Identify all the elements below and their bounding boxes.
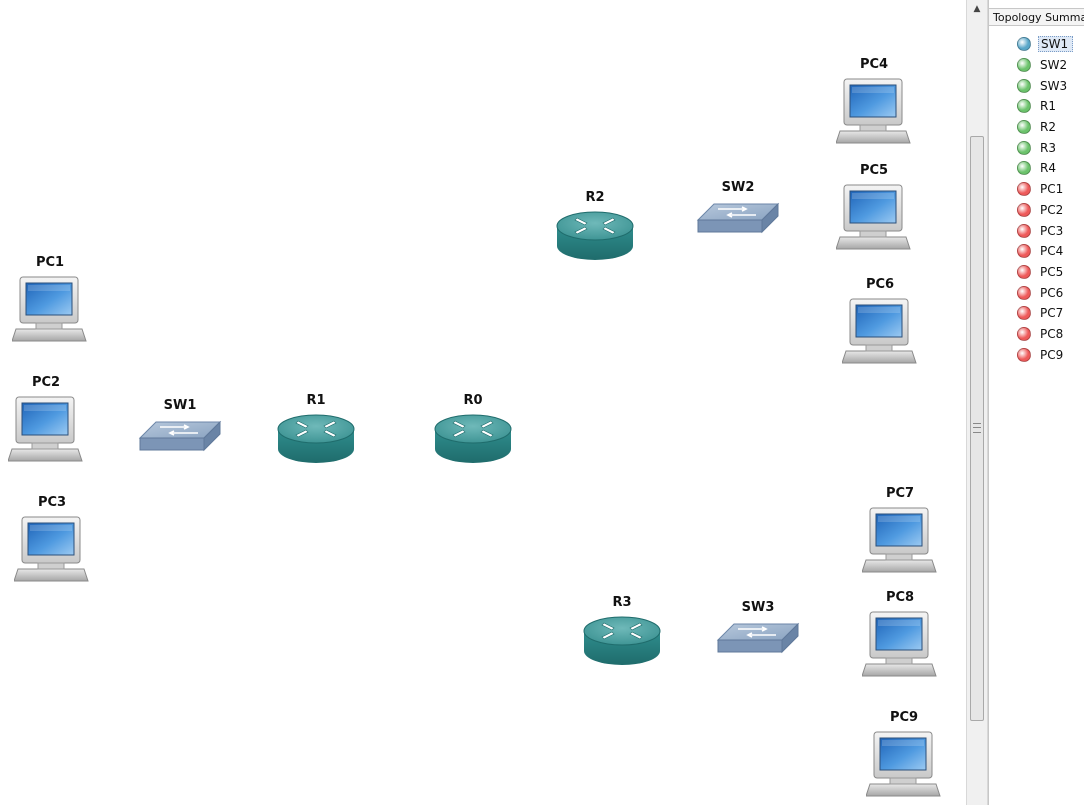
status-dot-icon [1017,202,1031,217]
node-label: PC1 [35,255,65,270]
status-dot-icon [1017,99,1031,114]
node-sw2[interactable]: SW2 [696,180,780,246]
status-dot-icon [1017,140,1031,155]
device-list-label: SW3 [1040,78,1068,93]
device-list-item[interactable]: PC5 [1017,262,1073,283]
device-list-item[interactable]: R2 [1017,117,1073,138]
node-label: PC3 [37,495,67,510]
device-list-label: PC7 [1040,306,1064,321]
device-list-label: R3 [1040,140,1056,155]
node-label: SW2 [721,180,755,195]
device-list-item[interactable]: R3 [1017,137,1073,158]
node-pc1[interactable]: PC1 [12,255,88,347]
device-list-label: SW2 [1040,58,1068,73]
device-list-item[interactable]: SW1 [1017,34,1074,55]
device-list-label: SW1 [1038,36,1074,53]
device-list-item[interactable]: PC8 [1017,324,1073,345]
node-pc8[interactable]: PC8 [862,590,938,682]
status-dot-icon [1017,120,1031,135]
device-list-label: PC1 [1040,182,1064,197]
node-label: PC7 [885,486,915,501]
node-r2[interactable]: R2 [555,190,635,264]
status-dot-icon [1017,37,1031,52]
device-list-label: R4 [1040,161,1056,176]
node-label: PC2 [31,375,61,390]
device-list-label: PC6 [1040,285,1064,300]
vertical-scrollbar[interactable]: ▲ [966,0,988,805]
status-dot-icon [1017,161,1031,176]
status-dot-icon [1017,326,1031,341]
node-pc4[interactable]: PC4 [836,57,912,149]
device-list-item[interactable]: PC6 [1017,282,1073,303]
device-list-item[interactable]: PC1 [1017,179,1073,200]
device-list-label: R2 [1040,120,1056,135]
scroll-up-arrow-icon[interactable]: ▲ [973,4,981,14]
node-label: PC8 [885,590,915,605]
status-dot-icon [1017,264,1031,279]
status-dot-icon [1017,285,1031,300]
node-r0[interactable]: R0 [433,393,513,467]
node-pc7[interactable]: PC7 [862,486,938,578]
scroll-grip-icon [973,423,981,433]
status-dot-icon [1017,78,1031,93]
node-label: R1 [306,393,326,408]
device-list-item[interactable]: PC2 [1017,200,1073,221]
node-sw1[interactable]: SW1 [138,398,222,464]
node-pc9[interactable]: PC9 [866,710,942,802]
node-label: R3 [612,595,632,610]
device-list-label: R1 [1040,99,1056,114]
node-label: SW1 [163,398,197,413]
panel-title: Topology Summa [989,8,1084,26]
device-list-item[interactable]: PC3 [1017,220,1073,241]
device-list-label: PC3 [1040,223,1064,238]
device-list-label: PC9 [1040,347,1064,362]
topology-canvas[interactable]: PC1 PC2 PC3 SW1 R1 R0 [0,0,965,805]
node-pc3[interactable]: PC3 [14,495,90,587]
node-label: PC4 [859,57,889,72]
status-dot-icon [1017,223,1031,238]
device-list-item[interactable]: PC9 [1017,344,1073,365]
node-label: SW3 [741,600,775,615]
status-dot-icon [1017,347,1031,362]
scroll-thumb[interactable] [970,136,984,721]
status-dot-icon [1017,182,1031,197]
node-label: PC5 [859,163,889,178]
device-list-item[interactable]: PC4 [1017,241,1073,262]
node-pc5[interactable]: PC5 [836,163,912,255]
status-dot-icon [1017,244,1031,259]
node-sw3[interactable]: SW3 [716,600,800,666]
status-dot-icon [1017,58,1031,73]
node-pc6[interactable]: PC6 [842,277,918,369]
node-r1[interactable]: R1 [276,393,356,467]
node-r3[interactable]: R3 [582,595,662,669]
node-label: PC6 [865,277,895,292]
device-list-item[interactable]: SW3 [1017,75,1073,96]
node-pc2[interactable]: PC2 [8,375,84,467]
node-label: PC9 [889,710,919,725]
node-label: R2 [585,190,605,205]
device-list-item[interactable]: SW2 [1017,55,1073,76]
device-list-item[interactable]: R1 [1017,96,1073,117]
device-list-item[interactable]: PC7 [1017,303,1073,324]
device-list-label: PC5 [1040,264,1064,279]
device-list-label: PC2 [1040,202,1064,217]
status-dot-icon [1017,306,1031,321]
device-list-label: PC8 [1040,326,1064,341]
device-list-item[interactable]: R4 [1017,158,1073,179]
device-list-label: PC4 [1040,244,1064,259]
node-label: R0 [463,393,483,408]
